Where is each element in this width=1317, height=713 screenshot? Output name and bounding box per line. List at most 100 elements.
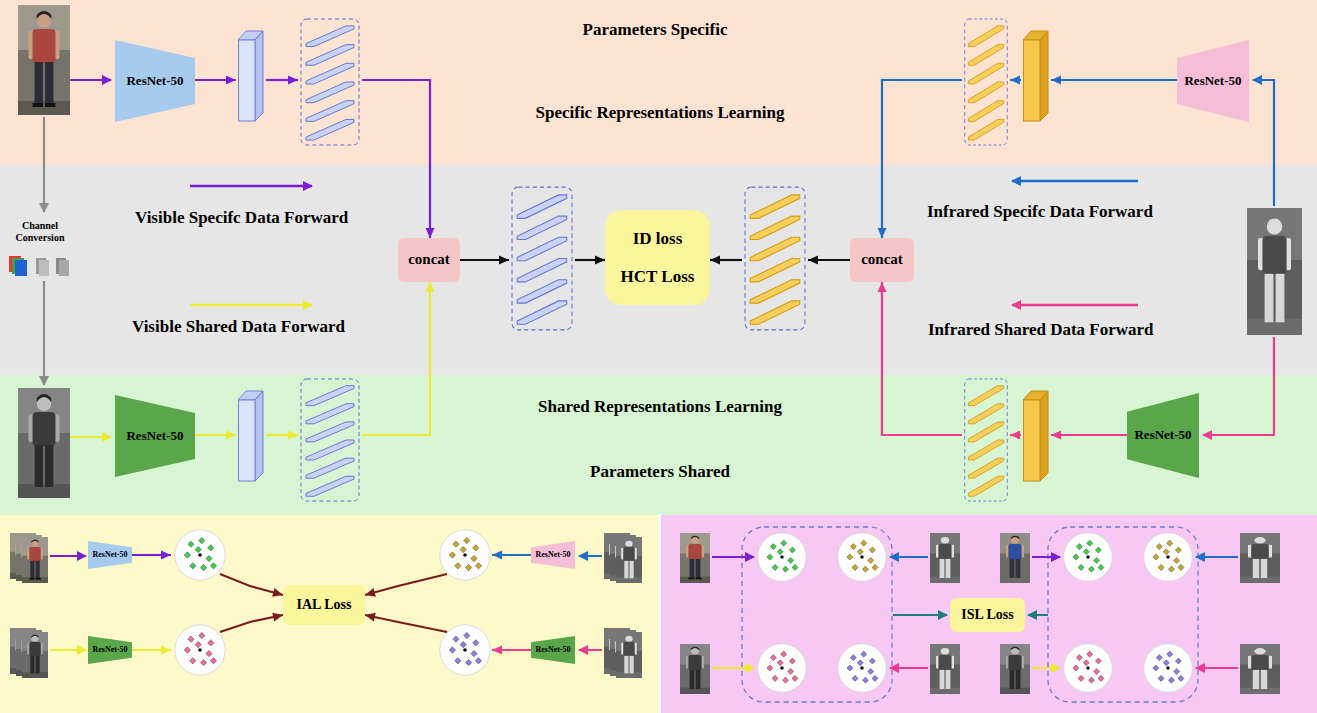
feature-cluster — [838, 644, 887, 693]
flow-arrow — [1028, 614, 1048, 616]
feature-map — [1023, 31, 1048, 121]
feature-cluster — [175, 530, 225, 580]
trapezoid-shape — [531, 541, 575, 569]
legend-arrow — [190, 185, 312, 187]
feature-cluster — [1064, 644, 1113, 693]
person-image — [1240, 644, 1280, 694]
network-block: ResNet-50 — [88, 636, 132, 664]
box-text: concat — [861, 251, 903, 268]
person-image — [680, 644, 710, 694]
feature-cluster — [1144, 644, 1193, 693]
connector — [132, 551, 283, 597]
flow-arrow — [50, 649, 86, 651]
feature-slices — [512, 187, 572, 330]
person-image — [18, 5, 1302, 498]
network-name: ResNet-50 — [535, 550, 570, 559]
flow-arrow — [712, 556, 754, 558]
arrow-head — [499, 256, 509, 265]
channel-icon — [59, 260, 69, 276]
flow-arrow — [1253, 80, 1274, 206]
connector-line — [365, 615, 447, 632]
flow-arrow — [712, 667, 754, 669]
connector — [710, 256, 850, 265]
trapezoid-shape — [1127, 393, 1199, 478]
band-text-holder: Specific Representations Learning — [535, 103, 784, 123]
flow-arrow — [1032, 556, 1060, 558]
connector-line — [365, 574, 447, 595]
arrow-head — [426, 228, 435, 238]
network-name: ResNet-50 — [92, 645, 127, 654]
arrow-head — [878, 228, 887, 238]
connector-line — [362, 80, 430, 238]
box-text: ISL Loss — [961, 607, 1014, 623]
feature-slices — [965, 19, 1008, 145]
feature-cluster — [1064, 533, 1113, 582]
feature-cluster — [175, 625, 225, 675]
legend-arrow — [190, 181, 1138, 305]
arrow-head — [288, 431, 298, 440]
person-image — [930, 644, 960, 694]
network-block: ResNet-50 — [1177, 40, 1249, 122]
band-text-holder: Parameters Specific — [583, 20, 728, 40]
channel-icon — [39, 260, 49, 276]
loss-box: ISL Loss — [950, 598, 1025, 632]
feature-map — [238, 391, 263, 481]
person-image — [680, 533, 1280, 694]
network-block: ResNet-50 — [531, 636, 575, 664]
flow-arrow — [50, 556, 602, 650]
arrow-head — [161, 646, 171, 655]
band: Shared Representations LearningParameter… — [0, 375, 1317, 515]
connector — [460, 256, 605, 265]
annotation-label: Channel Conversion — [8, 220, 72, 244]
flow-arrow — [890, 667, 928, 669]
band-title: Shared Representations Learning — [538, 397, 782, 417]
flow-arrow — [893, 614, 947, 616]
band: Parameters SpecificSpecific Representati… — [0, 0, 1317, 165]
network-name: ResNet-50 — [1134, 428, 1191, 443]
person-image — [18, 5, 70, 115]
feature-slices — [745, 187, 805, 330]
flow-arrow — [712, 557, 1238, 668]
concat-box: concat — [398, 238, 460, 282]
flow-arrow — [1196, 667, 1238, 669]
feature-cluster — [758, 644, 807, 693]
arrow-head — [878, 282, 887, 292]
connector-line — [1051, 434, 1127, 436]
image-stack — [616, 632, 642, 678]
feature-map — [1023, 391, 1048, 481]
flow-arrow — [50, 555, 86, 557]
loss-box: ID lossHCT Loss — [605, 210, 710, 305]
loss-box: IAL Loss — [283, 585, 365, 625]
box-text: ID loss — [633, 229, 683, 249]
feature-cluster — [838, 533, 887, 582]
arrow-head — [710, 256, 720, 265]
concat-box: concat — [850, 238, 914, 282]
arrow-head — [365, 613, 376, 622]
trapezoid-shape — [1177, 40, 1249, 122]
legend-item: Infrared Specifc Data Forward — [927, 202, 1153, 222]
box-text: concat — [408, 251, 450, 268]
legend-arrow — [190, 304, 312, 306]
band-title: Parameters Shared — [590, 462, 730, 482]
arrow-head — [272, 588, 283, 597]
trapezoid-shape — [531, 636, 575, 664]
arrow-head — [1051, 431, 1061, 440]
panel-ground — [0, 515, 658, 713]
connector — [365, 551, 531, 597]
connector-line — [1051, 79, 1177, 81]
connector — [878, 76, 1178, 239]
arrow-head — [226, 76, 236, 85]
person-image — [930, 533, 960, 583]
image-stack — [22, 537, 48, 583]
feature-map — [238, 31, 263, 121]
arrow-head — [492, 646, 502, 655]
feature-slices — [301, 19, 1007, 501]
person-image — [1247, 208, 1302, 335]
image-stack — [22, 632, 48, 678]
flow-arrow — [890, 556, 928, 558]
legend-arrow — [1012, 304, 1138, 306]
channel-icon — [9, 256, 69, 276]
band-text-holder: Parameters Shared — [590, 462, 730, 482]
legend-text: Infrared Specifc Data Forward — [927, 202, 1153, 222]
